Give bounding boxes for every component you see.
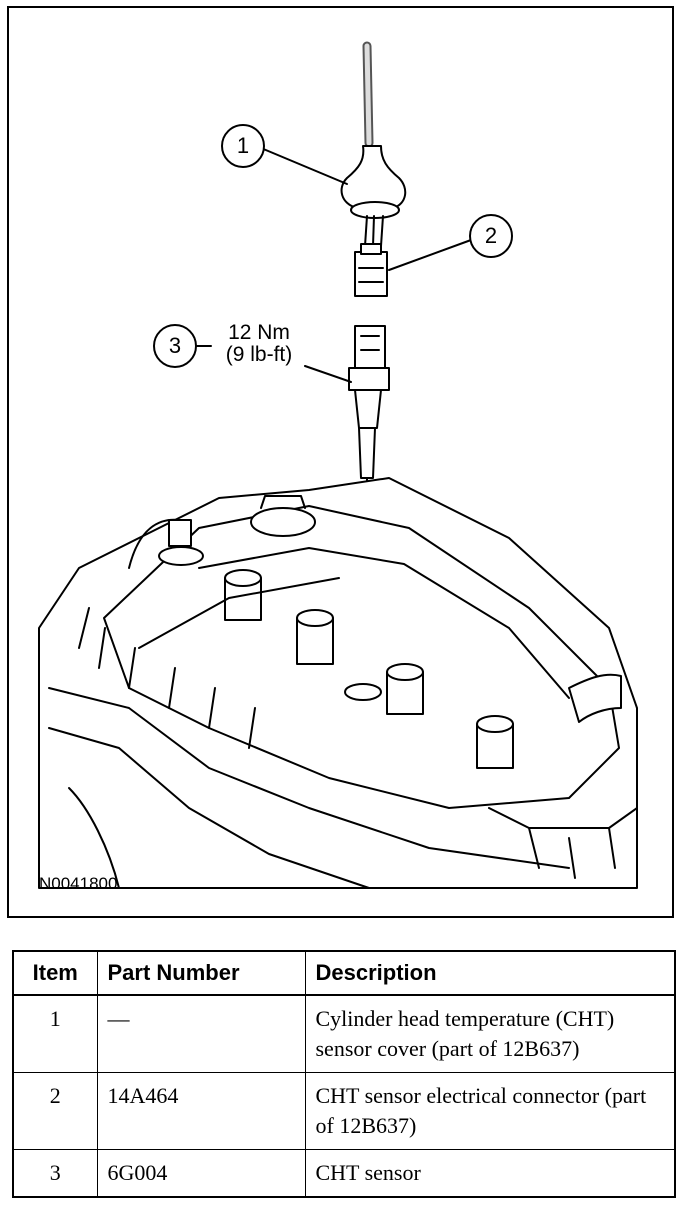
cell-description: CHT sensor electrical connector (part of… [304,1072,676,1150]
sensor-cover-boot [340,145,407,247]
leader-line-3b [304,365,352,383]
electrical-connector [354,243,388,297]
engine-assembly [38,477,638,889]
parts-table: Item Part Number Description 1 — Cylinde… [12,950,676,1198]
header-item: Item [12,950,98,996]
table-header-row: Item Part Number Description [12,950,676,996]
torque-nm: 12 Nm [228,321,290,344]
diagram-figure: 1 2 3 12 Nm (9 lb-ft) N0041800 [7,6,674,918]
table-row: 1 — Cylinder head temperature (CHT) sens… [12,994,676,1073]
engine-illustration [38,41,638,889]
cell-item: 3 [12,1149,98,1198]
cell-part-number: 14A464 [96,1072,306,1150]
torque-spec: 12 Nm (9 lb-ft) [209,322,309,366]
cell-description: Cylinder head temperature (CHT) sensor c… [304,994,676,1073]
header-part-number: Part Number [96,950,306,996]
cell-part-number: — [96,994,306,1073]
cell-item: 2 [12,1072,98,1150]
table-row: 3 6G004 CHT sensor [12,1149,676,1198]
callout-1: 1 [221,124,265,168]
figure-code: N0041800 [39,874,118,893]
callout-3: 3 [153,324,197,368]
sensor-harness-wire [362,41,374,148]
cell-description: CHT sensor [304,1149,676,1198]
cell-item: 1 [12,994,98,1073]
torque-lbft: (9 lb-ft) [225,343,293,366]
ignition-coils [224,569,514,769]
leader-line-2 [388,239,472,271]
callout-2: 2 [469,214,513,258]
leader-line-1 [260,147,348,185]
cell-part-number: 6G004 [96,1149,306,1198]
table-row: 2 14A464 CHT sensor electrical connector… [12,1072,676,1150]
header-description: Description [304,950,676,996]
